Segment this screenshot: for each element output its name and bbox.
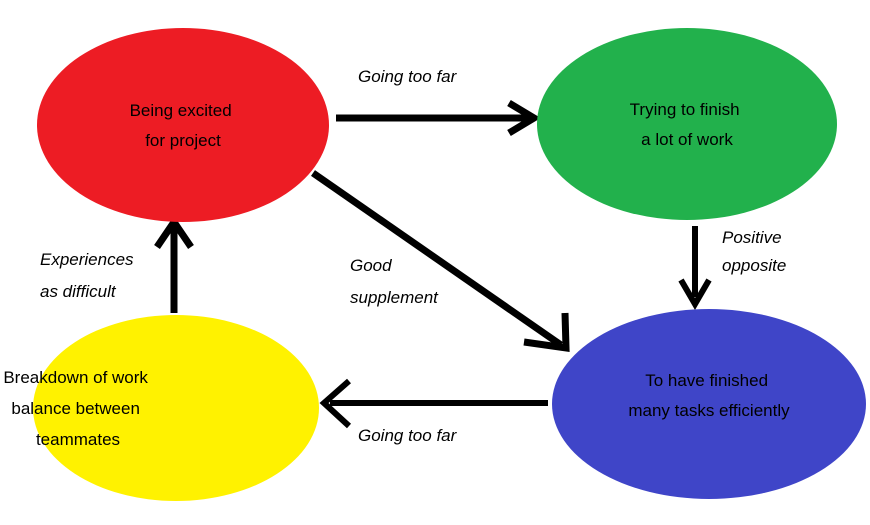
node-ellipse-green[interactable] [537,28,837,220]
node-trying-to-finish-a-lot-of-work[interactable]: Trying to finish a lot of work [537,28,837,220]
edge-finished-tasks-to-breakdown: Going too far [319,378,548,445]
node-being-excited-for-project[interactable]: Being excited for project [37,28,329,222]
node-breakdown-of-work-balance-between-teammates[interactable]: Breakdown of work balance between teamma… [3,315,319,501]
arrowhead-finished-tasks-to-breakdown [319,378,352,429]
edge-label-going-too-far-bottom: Going too far [358,426,458,445]
node-label-to-have-finished-many-tasks-efficiently: To have finished many tasks efficiently [628,371,790,420]
edge-excited-to-finish-work: Going too far [336,67,541,137]
node-ellipse-red[interactable] [37,28,329,222]
node-label-breakdown-of-work-balance-between-teammates: Breakdown of work balance between teamma… [3,368,152,449]
edge-label-positive-opposite: Positive opposite [722,228,786,275]
arrowhead-excited-to-finished-tasks [523,312,570,353]
node-label-being-excited-for-project: Being excited for project [130,101,237,150]
edge-line-excited-to-finished-tasks [311,170,563,348]
node-ellipse-yellow[interactable] [33,315,319,501]
edge-finish-work-to-finished-tasks: Positive opposite [678,226,786,310]
edge-label-going-too-far-top: Going too far [358,67,458,86]
edge-label-experiences-as-difficult: Experiences as difficult [40,250,138,301]
edge-breakdown-to-excited: Experiences as difficult [40,215,194,313]
node-label-trying-to-finish-a-lot-of-work: Trying to finish a lot of work [630,100,745,149]
node-ellipse-blue[interactable] [552,309,866,499]
node-to-have-finished-many-tasks-efficiently[interactable]: To have finished many tasks efficiently [552,309,866,499]
arrowhead-breakdown-to-excited [154,215,194,249]
arrowhead-finish-work-to-finished-tasks [678,278,712,310]
edge-label-good-supplement: Good supplement [350,256,439,307]
edge-excited-to-finished-tasks: Good supplement [311,170,570,353]
arrowhead-excited-to-finish-work [507,99,541,137]
